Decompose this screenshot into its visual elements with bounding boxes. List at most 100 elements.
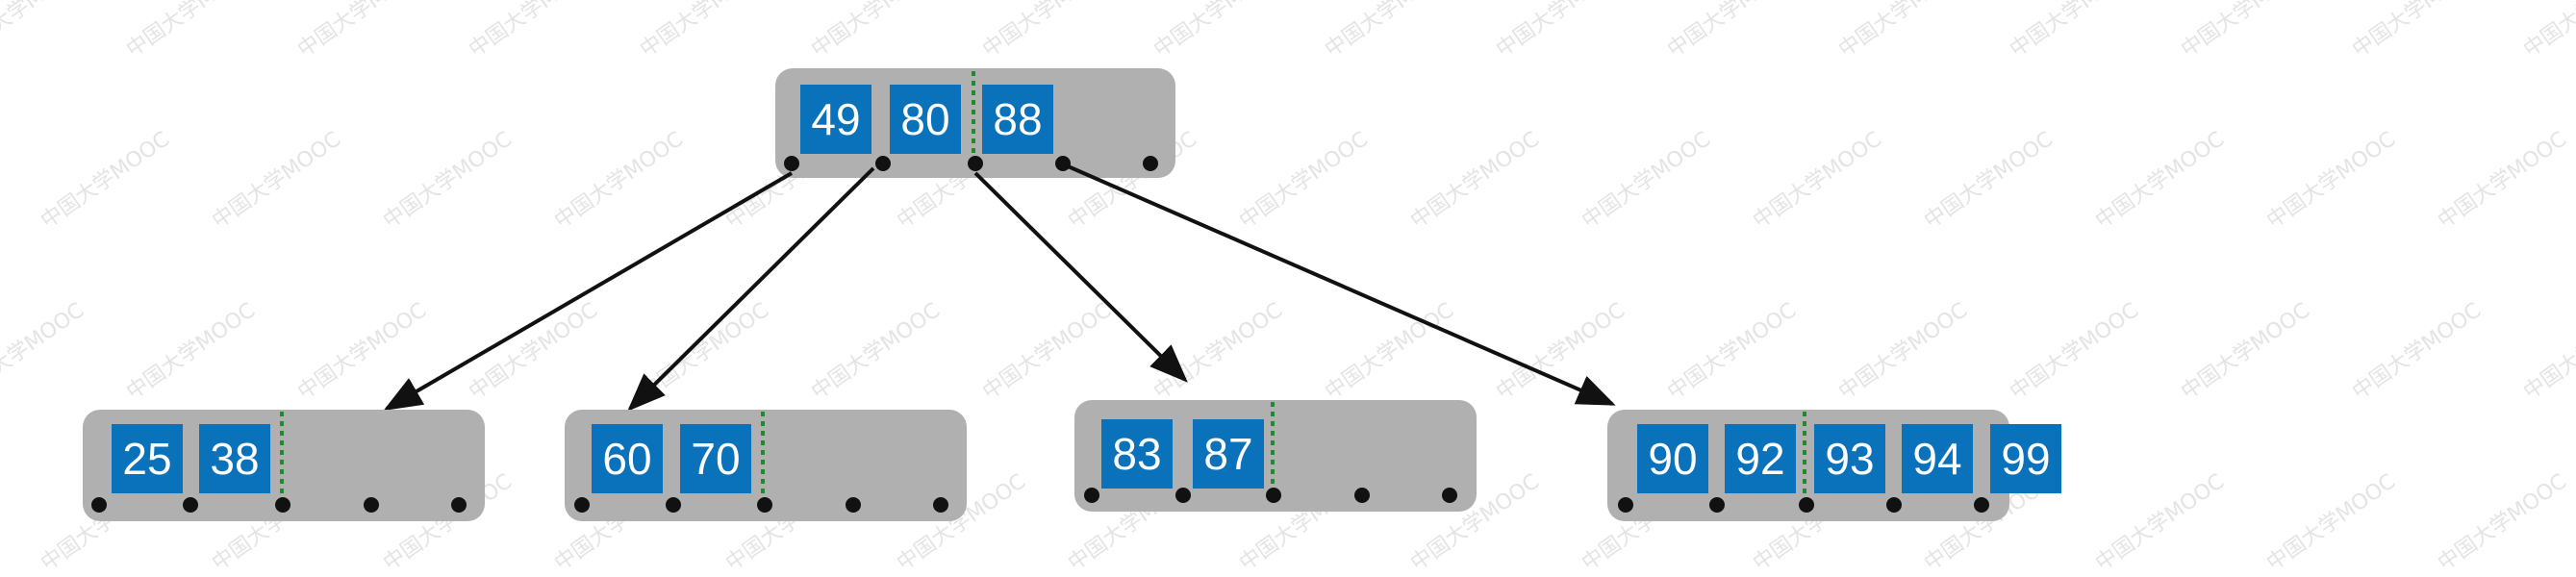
leaf-1-key-1: 25 [122,434,171,484]
leaf-1-pointer-dot-4 [364,497,379,513]
leaf-2-box [565,410,967,521]
leaf-4-pointer-dot-4 [1886,497,1902,513]
watermark-tile: 中国大学MOOC [1663,298,1801,405]
watermark-tile: 中国大学MOOC [0,0,88,63]
arrow-to-leaf-1 [383,171,794,412]
watermark-tile: 中国大学MOOC [978,0,1116,63]
leaf-4-key-box-1 [1637,424,1708,493]
leaf-1-key-2: 38 [210,434,259,484]
leaf-4-pointer-dot-1 [1618,497,1633,513]
watermark-tile: 中国大学MOOC [1834,298,1972,405]
leaf-3-key-1: 83 [1112,429,1161,479]
leaf-1-pointer-dot-5 [451,497,467,513]
leaf-4-key-box-3 [1814,424,1885,493]
watermark-tile: 中国大学MOOC [2006,298,2143,405]
arrow-to-leaf-3 [973,171,1188,383]
leaf-node-2: 60 70 [565,410,967,521]
watermark-tile: 中国大学MOOC [2262,469,2400,576]
leaf-3-key-box-1 [1101,419,1173,489]
watermark-tile: 中国大学MOOC [2091,127,2229,234]
watermark-tile: 中国大学MOOC [2348,298,2486,405]
watermark-tile: 中国大学MOOC [379,127,517,234]
watermark-tile: 中国大学MOOC [1492,298,1629,405]
root-node: 49 80 88 [775,68,1175,178]
watermark-tile: 中国大学MOOC [293,298,431,405]
leaf-2-key-box-2 [680,424,751,493]
leaf-4-key-2: 92 [1735,434,1784,484]
root-pointer-dot-3 [968,156,983,171]
leaf-node-3: 83 87 [1074,400,1477,512]
leaf-4-key-4: 94 [1912,434,1961,484]
watermark-tile: 中国大学MOOC [2434,127,2571,234]
leaf-1-key-box-1 [112,424,183,493]
root-key-box-1 [800,85,871,154]
arrow-to-leaf-2 [627,166,875,412]
watermark-tile: 中国大学MOOC [550,127,688,234]
root-pointer-dot-2 [875,156,891,171]
leaf-1-pointer-dot-2 [183,497,198,513]
leaf-4-pointer-dot-3 [1799,497,1814,513]
root-pointer-dot-5 [1143,156,1158,171]
watermark-tile: 中国大学MOOC [1149,298,1287,405]
watermark-tile: 中国大学MOOC [465,0,602,63]
watermark-tile: 中国大学MOOC [1749,127,1886,234]
leaf-1-pointer-dot-1 [91,497,107,513]
watermark-tile: 中国大学MOOC [1321,0,1458,63]
leaf-4-key-3: 93 [1825,434,1874,484]
leaf-2-pointer-dot-4 [846,497,861,513]
watermark-tile: 中国大学MOOC [1920,127,2058,234]
root-key-1: 49 [811,94,860,144]
root-key-2: 80 [900,94,949,144]
watermark-tile: 中国大学MOOC [2519,298,2576,405]
leaf-3-pointer-dot-2 [1175,488,1191,503]
leaf-2-pointer-dot-5 [933,497,948,513]
leaf-2-pointer-dot-2 [666,497,681,513]
watermark-tile: 中国大学MOOC [1663,0,1801,63]
watermark-tile: 中国大学MOOC [122,298,260,405]
root-key-box-3 [982,85,1053,154]
watermark-tile: 中国大学MOOC [2262,127,2400,234]
leaf-1-pointer-dot-3 [275,497,290,513]
leaf-4-pointer-dot-5 [1974,497,1989,513]
watermark-tile: 中国大学MOOC [2519,0,2576,63]
leaf-4-pointer-dot-2 [1709,497,1725,513]
watermark-tile: 中国大学MOOC [0,298,88,405]
leaf-2-key-box-1 [592,424,663,493]
watermark-tile: 中国大学MOOC [2348,0,2486,63]
watermark-tile: 中国大学MOOC [1406,127,1544,234]
watermark-tile: 中国大学MOOC [807,298,945,405]
watermark-tile: 中国大学MOOC [122,0,260,63]
watermark-tile: 中国大学MOOC [293,0,431,63]
root-pointer-dot-4 [1055,156,1071,171]
leaf-3-pointer-dot-1 [1084,488,1099,503]
watermark-tile: 中国大学MOOC [2091,469,2229,576]
leaf-4-key-box-2 [1725,424,1796,493]
leaf-1-key-box-2 [199,424,270,493]
leaf-3-pointer-dot-3 [1266,488,1281,503]
watermark-tile: 中国大学MOOC [807,0,945,63]
leaf-2-key-2: 70 [691,434,740,484]
leaf-4-key-box-5 [1990,424,2061,493]
leaf-node-1: 25 38 [83,410,485,521]
watermark-tile: 中国大学MOOC [2177,0,2314,63]
leaf-3-pointer-dot-5 [1442,488,1457,503]
leaf-2-pointer-dot-1 [574,497,590,513]
arrows [383,163,1616,412]
root-pointer-dot-1 [784,156,799,171]
arrow-to-leaf-4 [1065,163,1616,406]
watermark-tile: 中国大学MOOC [978,298,1116,405]
watermark-tile: 中国大学MOOC [1578,127,1715,234]
leaf-3-key-2: 87 [1203,429,1252,479]
watermark-tile: 中国大学MOOC [1834,0,1972,63]
leaf-node-4: 90 92 93 94 99 [1607,410,2061,521]
watermark-tile: 中国大学MOOC [2006,0,2143,63]
watermark-tile: 中国大学MOOC [1149,0,1287,63]
leaf-1-box [83,410,485,521]
watermark-tile: 中国大学MOOC [2434,469,2571,576]
watermark-tile: 中国大学MOOC [1235,127,1373,234]
leaf-2-key-1: 60 [602,434,651,484]
leaf-2-pointer-dot-3 [757,497,772,513]
watermark-tile: 中国大学MOOC [37,127,174,234]
watermark-tile: 中国大学MOOC [636,0,773,63]
root-key-box-2 [890,85,961,154]
